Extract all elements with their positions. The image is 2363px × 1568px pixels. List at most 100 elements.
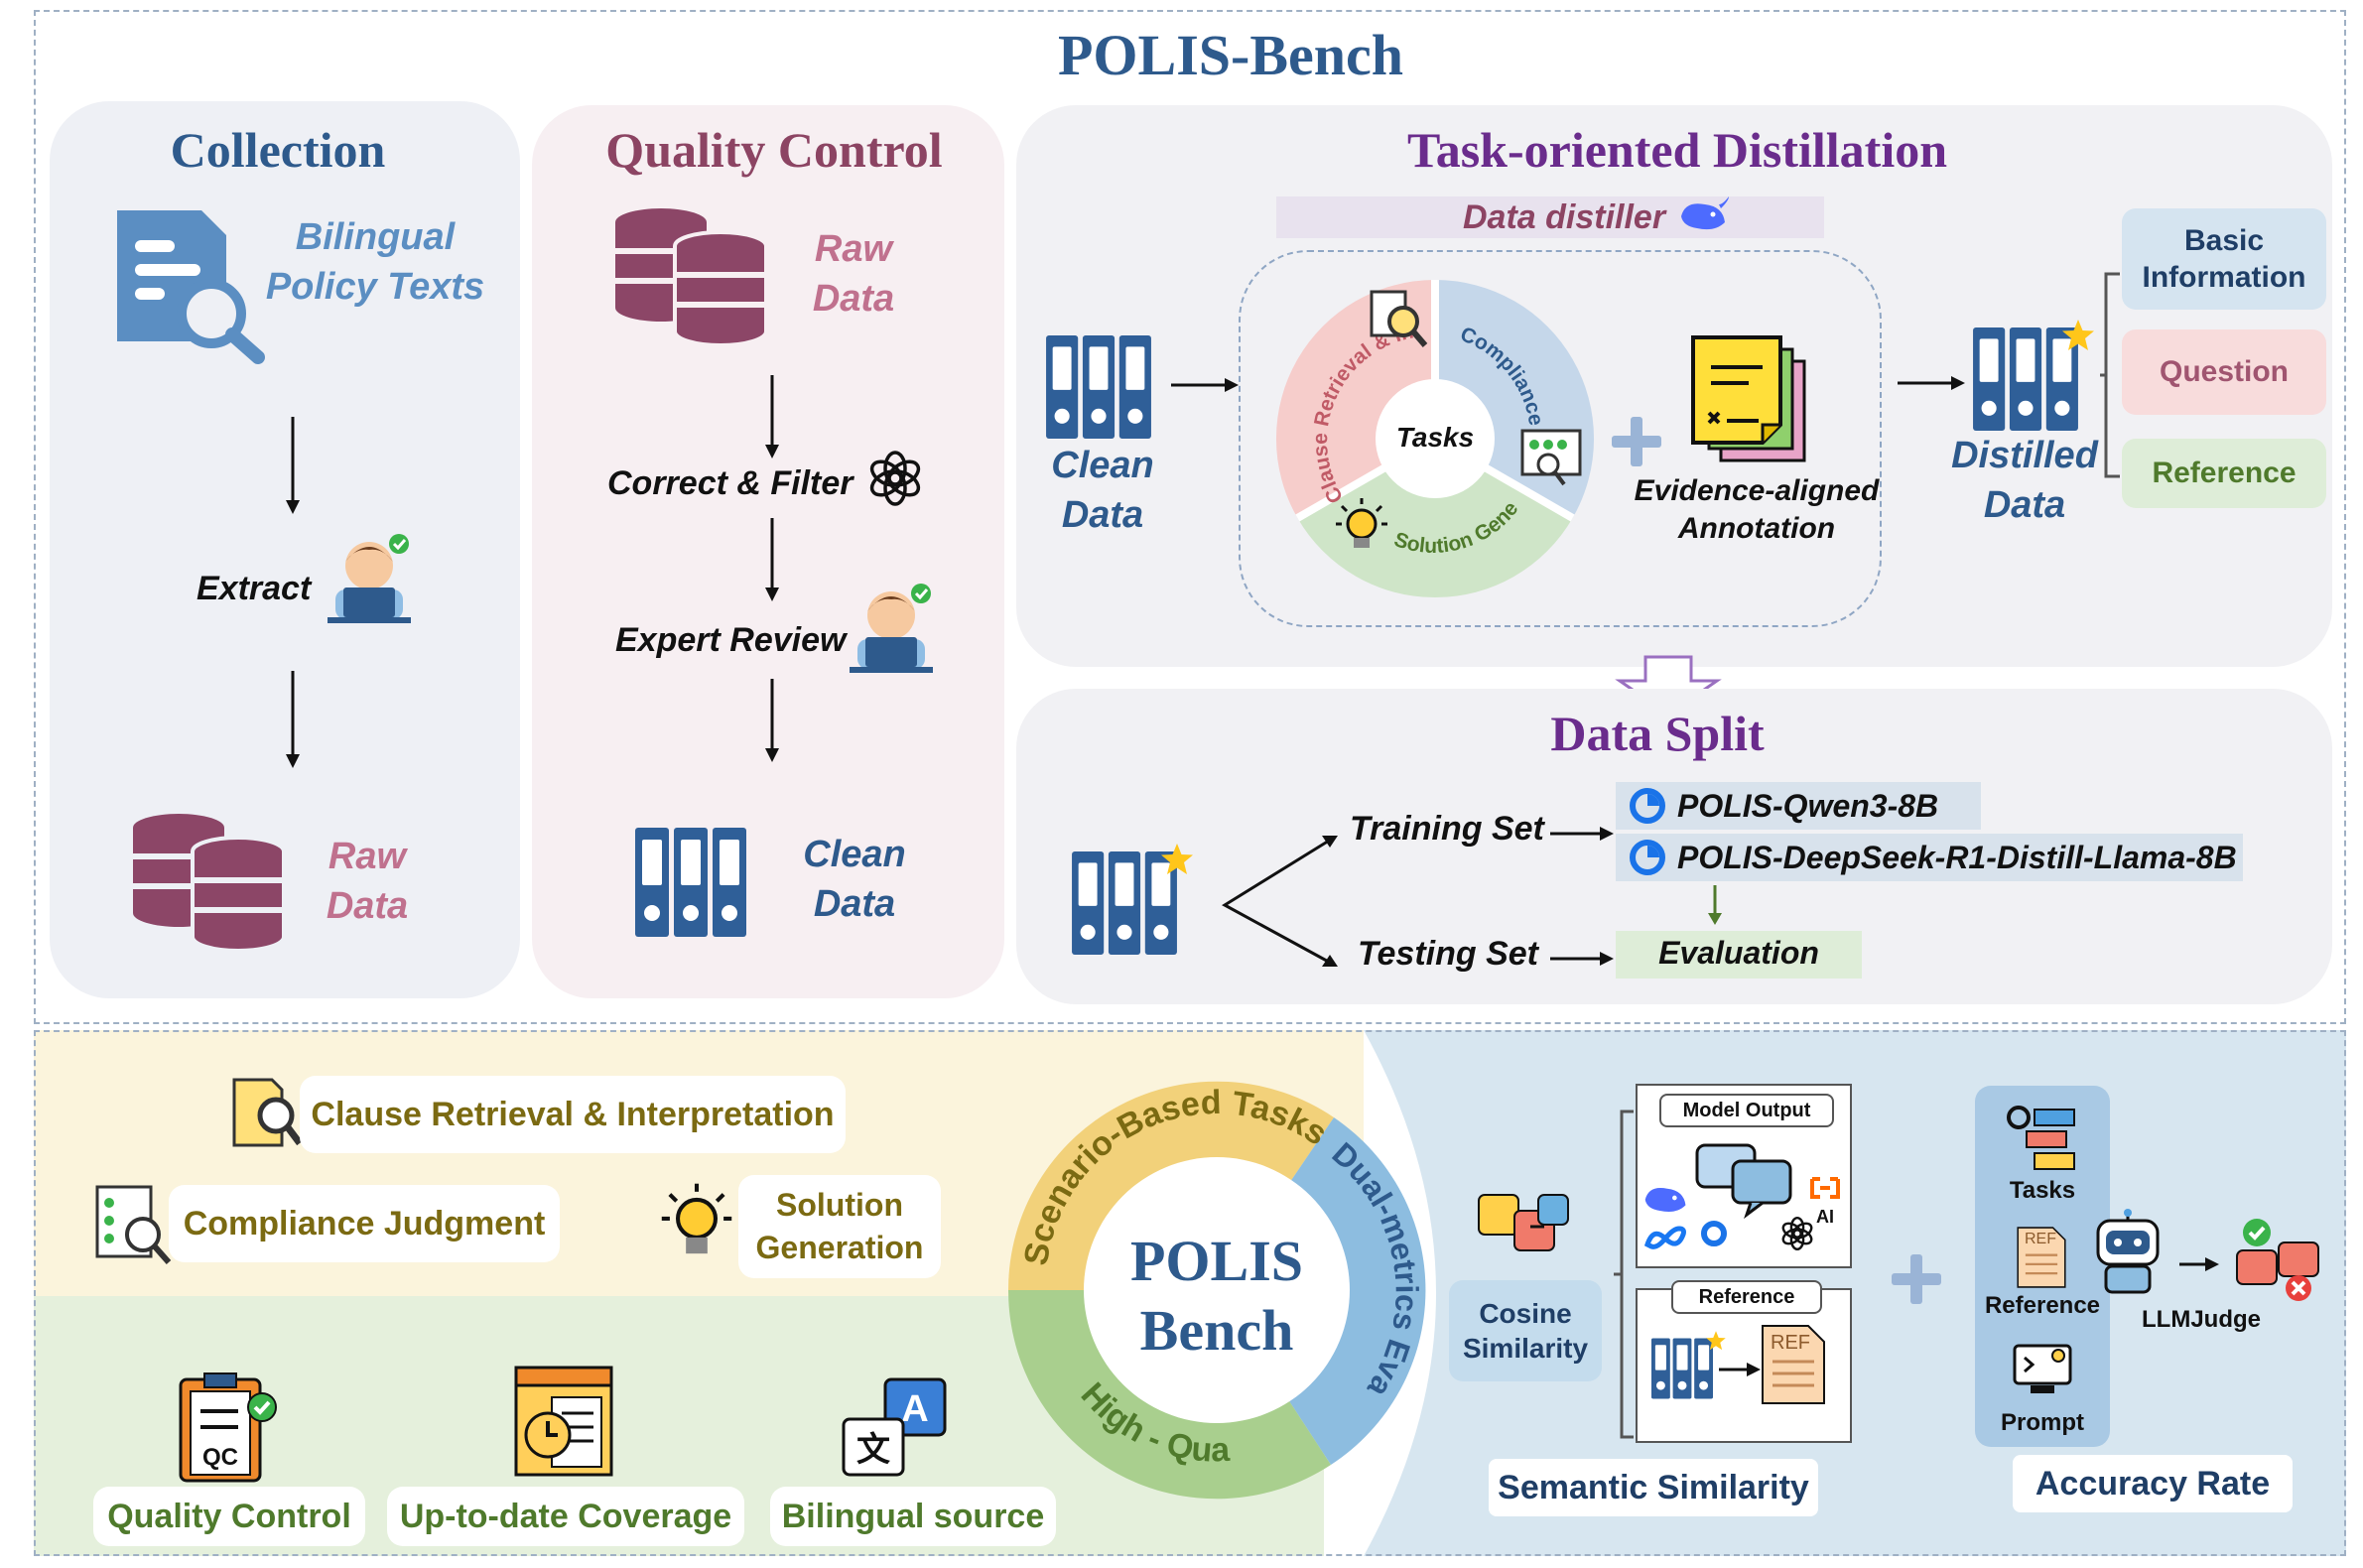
collection-source-line2: Policy Texts xyxy=(265,266,485,308)
openai-icon xyxy=(869,451,921,506)
thumbs-icon xyxy=(2236,1219,2319,1301)
quality-step-expert-review: Expert Review xyxy=(615,621,847,659)
tasks-icon xyxy=(2007,1106,2075,1170)
annotation-line1: Evidence-aligned xyxy=(1634,474,1880,507)
feature-compliance-judgment: Compliance Judgment xyxy=(169,1185,560,1262)
quality-title: Quality Control xyxy=(605,122,943,178)
arrow-icon xyxy=(1550,952,1614,966)
feature-solution-generation: Solution Generation xyxy=(738,1175,941,1278)
field-question: Question xyxy=(2122,329,2326,415)
svg-text:QC: QC xyxy=(202,1444,238,1471)
ref-doc-tag: REF xyxy=(1771,1332,1810,1354)
tasks-container xyxy=(1239,250,1882,627)
split-arrows xyxy=(1222,836,1338,967)
split-title: Data Split xyxy=(1550,706,1765,761)
quality-input-line1: Raw xyxy=(814,228,893,270)
lightbulb-icon xyxy=(661,1183,732,1254)
arrow-icon xyxy=(765,375,779,458)
svg-text:文: 文 xyxy=(856,1430,890,1470)
stack-reference-label: Reference xyxy=(1984,1292,2101,1319)
svg-text:A: A xyxy=(901,1388,928,1430)
cosine-line1: Cosine xyxy=(1479,1298,1572,1329)
distill-output-line2: Data xyxy=(1983,484,2066,526)
worker-laptop-icon xyxy=(850,584,933,673)
feature-bilingual-source: Bilingual source xyxy=(770,1487,1056,1546)
quality-output-line1: Clean xyxy=(803,834,906,875)
semantic-similarity-box: Semantic Similarity xyxy=(1489,1459,1818,1516)
worker-laptop-icon xyxy=(328,534,411,623)
page-title: POLIS-Bench xyxy=(1057,23,1404,87)
model-qwen-label: POLIS-Qwen3-8B xyxy=(1677,788,1939,824)
arrow-icon xyxy=(765,679,779,762)
llm-judge-label: LLMJudge xyxy=(2142,1306,2261,1333)
lightbulb-icon xyxy=(1336,498,1387,548)
collection-source-line1: Bilingual xyxy=(295,216,456,258)
binder-icon xyxy=(1072,851,1177,955)
ring-center-line1: POLIS xyxy=(1130,1229,1303,1293)
reference-label: Reference xyxy=(1671,1280,1822,1314)
doc-search-icon xyxy=(1370,290,1428,347)
field-basic-information: Basic Information xyxy=(2122,208,2326,310)
collection-output-line1: Raw xyxy=(328,836,407,877)
collection-output-line2: Data xyxy=(326,885,409,927)
model-deepseek-bar xyxy=(1616,834,2243,881)
ring-logo-icon xyxy=(1701,1221,1727,1246)
chat-bubbles-icon xyxy=(1695,1143,1792,1220)
split-testing-set: Testing Set xyxy=(1358,935,1538,973)
collection-step-extract: Extract xyxy=(197,570,312,607)
arrow-icon xyxy=(286,671,300,768)
annotation-line2: Annotation xyxy=(1677,512,1836,545)
compliance-doc-icon xyxy=(95,1185,172,1264)
cloud-logo-icon xyxy=(1810,1177,1840,1199)
similarity-icon xyxy=(1478,1194,1569,1251)
binder-icon xyxy=(1651,1338,1713,1399)
bracket-lines xyxy=(1614,1110,1634,1439)
ai-tag: AI xyxy=(1816,1207,1834,1227)
tasks-wheel: Clause Retrieval & Interpretation Compli… xyxy=(1257,252,1595,598)
ref-doc-icon xyxy=(1762,1325,1825,1404)
accuracy-rate-box: Accuracy Rate xyxy=(2013,1455,2293,1512)
cosine-line2: Similarity xyxy=(1462,1333,1589,1364)
model-qwen-bar xyxy=(1616,782,1981,830)
wheel-center: Tasks xyxy=(1396,422,1474,453)
binder-icon xyxy=(1046,335,1151,439)
whale-icon xyxy=(1681,196,1729,230)
arrow-icon xyxy=(286,417,300,514)
star-icon xyxy=(1706,1331,1726,1351)
model-output-label: Model Output xyxy=(1659,1094,1834,1127)
arrow-icon xyxy=(1550,827,1614,841)
cosine-similarity-box: Cosine Similarity xyxy=(1449,1280,1602,1381)
arrow-icon xyxy=(1708,885,1722,925)
chart-doc-icon xyxy=(1520,429,1582,486)
model-deepseek-label: POLIS-DeepSeek-R1-Distill-Llama-8B xyxy=(1677,840,2237,875)
polis-bench-ring: Scenario-Based Tasks Dual-metrics Evalua… xyxy=(979,1032,1426,1500)
plus-icon xyxy=(1892,1254,1941,1304)
calendar-doc-icon xyxy=(514,1366,613,1477)
star-icon xyxy=(2062,320,2094,350)
feature-quality-control: Quality Control xyxy=(93,1487,365,1546)
quality-step-correct-filter: Correct & Filter xyxy=(607,464,853,502)
robot-icon xyxy=(2096,1209,2160,1294)
feature-up-to-date-coverage: Up-to-date Coverage xyxy=(387,1487,744,1546)
binder-icon xyxy=(635,828,746,937)
star-icon xyxy=(1161,844,1193,874)
plus-icon xyxy=(1612,417,1661,466)
openai-icon xyxy=(1781,1217,1813,1250)
ring-center-line2: Bench xyxy=(1140,1298,1294,1363)
doc-search-icon xyxy=(232,1078,303,1147)
features-frame xyxy=(34,1030,2346,1556)
quality-input-line2: Data xyxy=(812,278,895,320)
feature-solution-line2: Generation xyxy=(755,1230,924,1265)
split-training-set: Training Set xyxy=(1350,810,1544,848)
arrow-icon xyxy=(2179,1257,2219,1271)
model-logo-icon xyxy=(1630,788,1665,824)
distill-input-line1: Clean xyxy=(1051,445,1154,486)
database-icon xyxy=(133,814,286,953)
sticky-notes-icon xyxy=(1691,335,1806,462)
distill-input-line2: Data xyxy=(1061,494,1144,536)
quality-output-line2: Data xyxy=(813,883,896,925)
ref-doc-icon xyxy=(2017,1227,2066,1288)
whale-icon xyxy=(1644,1188,1686,1213)
arrow-icon xyxy=(765,518,779,601)
doc-search-icon xyxy=(117,210,265,364)
